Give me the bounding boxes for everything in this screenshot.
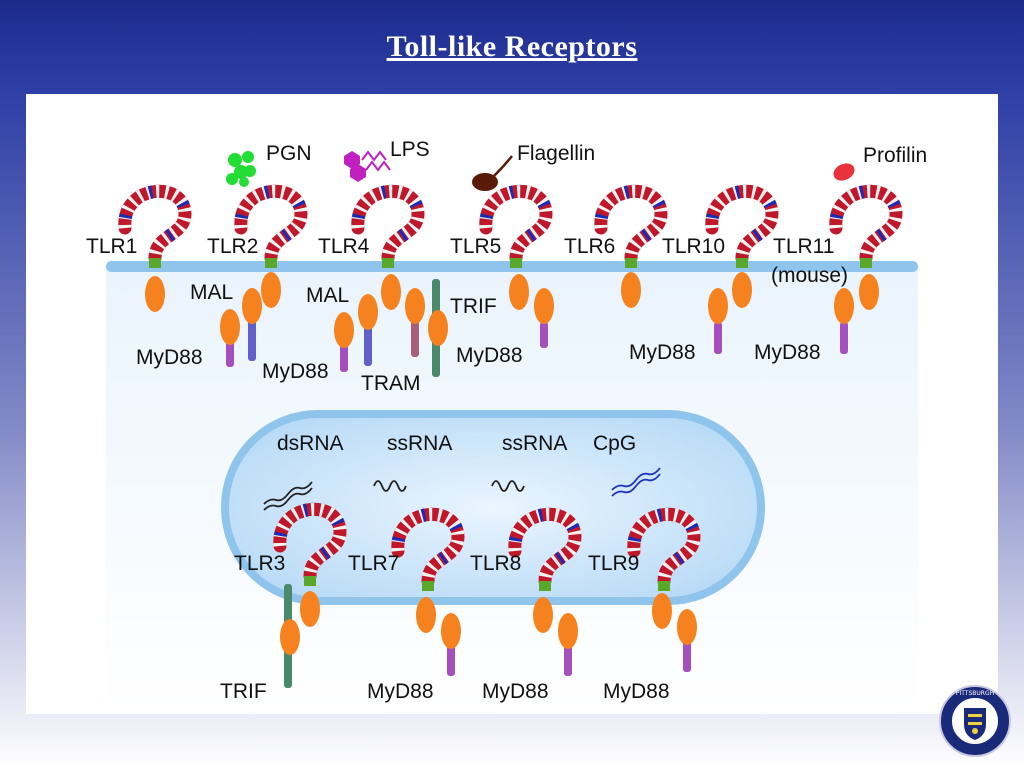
tlr4-tir-domain — [381, 274, 401, 310]
mal-tail — [248, 319, 256, 361]
tlr6-receptor — [594, 184, 668, 268]
receptor-label-tlr10: TLR10 — [662, 235, 725, 258]
myd88-adaptor — [558, 613, 578, 649]
profilin-ligand-icon — [833, 163, 855, 181]
tlr4-receptor — [351, 184, 425, 268]
myd88-tail — [447, 644, 455, 676]
myd88-adaptor — [708, 288, 728, 324]
mal-adaptor — [242, 288, 262, 324]
tlr-diagram: PGN LPS Flagellin Profilin TLR1 TLR2 TLR… — [86, 138, 927, 714]
ligand-label-pgn: PGN — [266, 142, 312, 165]
ssrna-ligand-icon — [491, 480, 525, 492]
diagram-panel: PGN LPS Flagellin Profilin TLR1 TLR2 TLR… — [26, 94, 998, 714]
tlr7-tir-domain — [416, 597, 436, 633]
tlr2-tir-domain — [261, 272, 281, 308]
mal-adaptor — [358, 294, 378, 330]
trif-adaptor — [428, 310, 448, 346]
tlr5-tir-domain — [509, 274, 529, 310]
adaptor-label-myd88: MyD88 — [262, 360, 329, 383]
myd88-tail — [540, 322, 548, 348]
tlr6-tir-domain — [621, 272, 641, 308]
adaptor-label-myd88: MyD88 — [367, 680, 434, 703]
tlr2-receptor — [234, 184, 308, 268]
dsrna-ligand-icon — [263, 481, 313, 511]
receptor-label-tlr11: TLR11 — [773, 235, 834, 258]
adaptor-layer — [145, 272, 879, 688]
adaptor-label-mal: MAL — [306, 284, 349, 307]
adaptor-label-myd88: MyD88 — [629, 341, 696, 364]
myd88-adaptor — [834, 288, 854, 324]
ligand-label-lps: LPS — [390, 138, 430, 161]
receptor-label-tlr7: TLR7 — [348, 552, 399, 575]
tlr11-receptor — [829, 184, 903, 268]
ligand-label-ssrna: ssRNA — [387, 432, 452, 455]
ligand-label-ssrna: ssRNA — [502, 432, 567, 455]
ssrna-ligand-icon — [373, 480, 407, 492]
adaptor-label-tram: TRAM — [361, 372, 421, 395]
adaptor-label-mal: MAL — [190, 281, 233, 304]
ligand-label-dsrna: dsRNA — [277, 432, 344, 455]
adaptor-label-trif: TRIF — [450, 295, 497, 318]
tram-tail — [411, 319, 419, 357]
endosome — [221, 410, 765, 605]
myd88-tail — [714, 322, 722, 354]
tlr3-tir-domain — [300, 591, 320, 627]
tlr1-receptor — [118, 184, 192, 268]
university-seal-logo: PITTSBURGH — [939, 685, 1011, 757]
tlr1-tir-domain — [145, 276, 165, 312]
myd88-adaptor — [334, 312, 354, 348]
myd88-adaptor — [220, 309, 240, 345]
pgn-ligand-icon — [226, 151, 256, 187]
flagellin-ligand-icon — [472, 155, 513, 191]
adaptor-label-myd88: MyD88 — [456, 344, 523, 367]
slide-title: Toll-like Receptors — [386, 30, 638, 63]
tlr9-tir-domain — [652, 593, 672, 629]
ligand-label-flagellin: Flagellin — [517, 142, 595, 165]
myd88-tail — [340, 344, 348, 372]
adaptor-label-myd88: MyD88 — [603, 680, 670, 703]
myd88-adaptor — [441, 613, 461, 649]
ligand-label-profilin: Profilin — [863, 144, 927, 167]
lps-ligand-icon — [344, 150, 391, 182]
receptor-label-tlr3: TLR3 — [234, 552, 285, 575]
svg-text:PITTSBURGH: PITTSBURGH — [956, 690, 994, 697]
tlr7-receptor — [391, 507, 465, 591]
tlr10-tir-domain — [732, 272, 752, 308]
trif-adaptor — [280, 619, 300, 655]
receptor-label-tlr5: TLR5 — [450, 235, 501, 258]
adaptor-label-trif: TRIF — [220, 680, 267, 703]
mal-tail — [364, 326, 372, 366]
tlr8-receptor — [508, 507, 582, 591]
myd88-adaptor — [677, 609, 697, 645]
myd88-tail — [840, 322, 848, 354]
tlr5-receptor — [479, 184, 553, 268]
myd88-adaptor — [534, 288, 554, 324]
tlr9-receptor — [627, 507, 701, 591]
receptor-label-tlr1: TLR1 — [86, 235, 137, 258]
receptor-label-tlr6: TLR6 — [564, 235, 615, 258]
tram-adaptor — [405, 288, 425, 324]
tlr3-receptor — [273, 502, 347, 586]
myd88-tail — [683, 640, 691, 672]
ligand-label-cpg: CpG — [593, 432, 636, 455]
tlr8-tir-domain — [533, 597, 553, 633]
adaptor-label-myd88: MyD88 — [482, 680, 549, 703]
cpg-ligand-icon — [611, 467, 661, 497]
receptor-label-tlr8: TLR8 — [470, 552, 521, 575]
receptor-layer — [118, 184, 903, 591]
myd88-tail — [226, 339, 234, 367]
receptor-label-tlr2: TLR2 — [207, 235, 258, 258]
tlr11-tir-domain — [859, 274, 879, 310]
tlr10-receptor — [705, 184, 779, 268]
adaptor-label-myd88: MyD88 — [136, 346, 203, 369]
adaptor-label-myd88: MyD88 — [754, 341, 821, 364]
receptor-label-tlr4: TLR4 — [318, 235, 370, 258]
myd88-tail — [564, 644, 572, 676]
receptor-label-tlr9: TLR9 — [588, 552, 639, 575]
receptor-label-tlr11-note: (mouse) — [771, 264, 848, 287]
